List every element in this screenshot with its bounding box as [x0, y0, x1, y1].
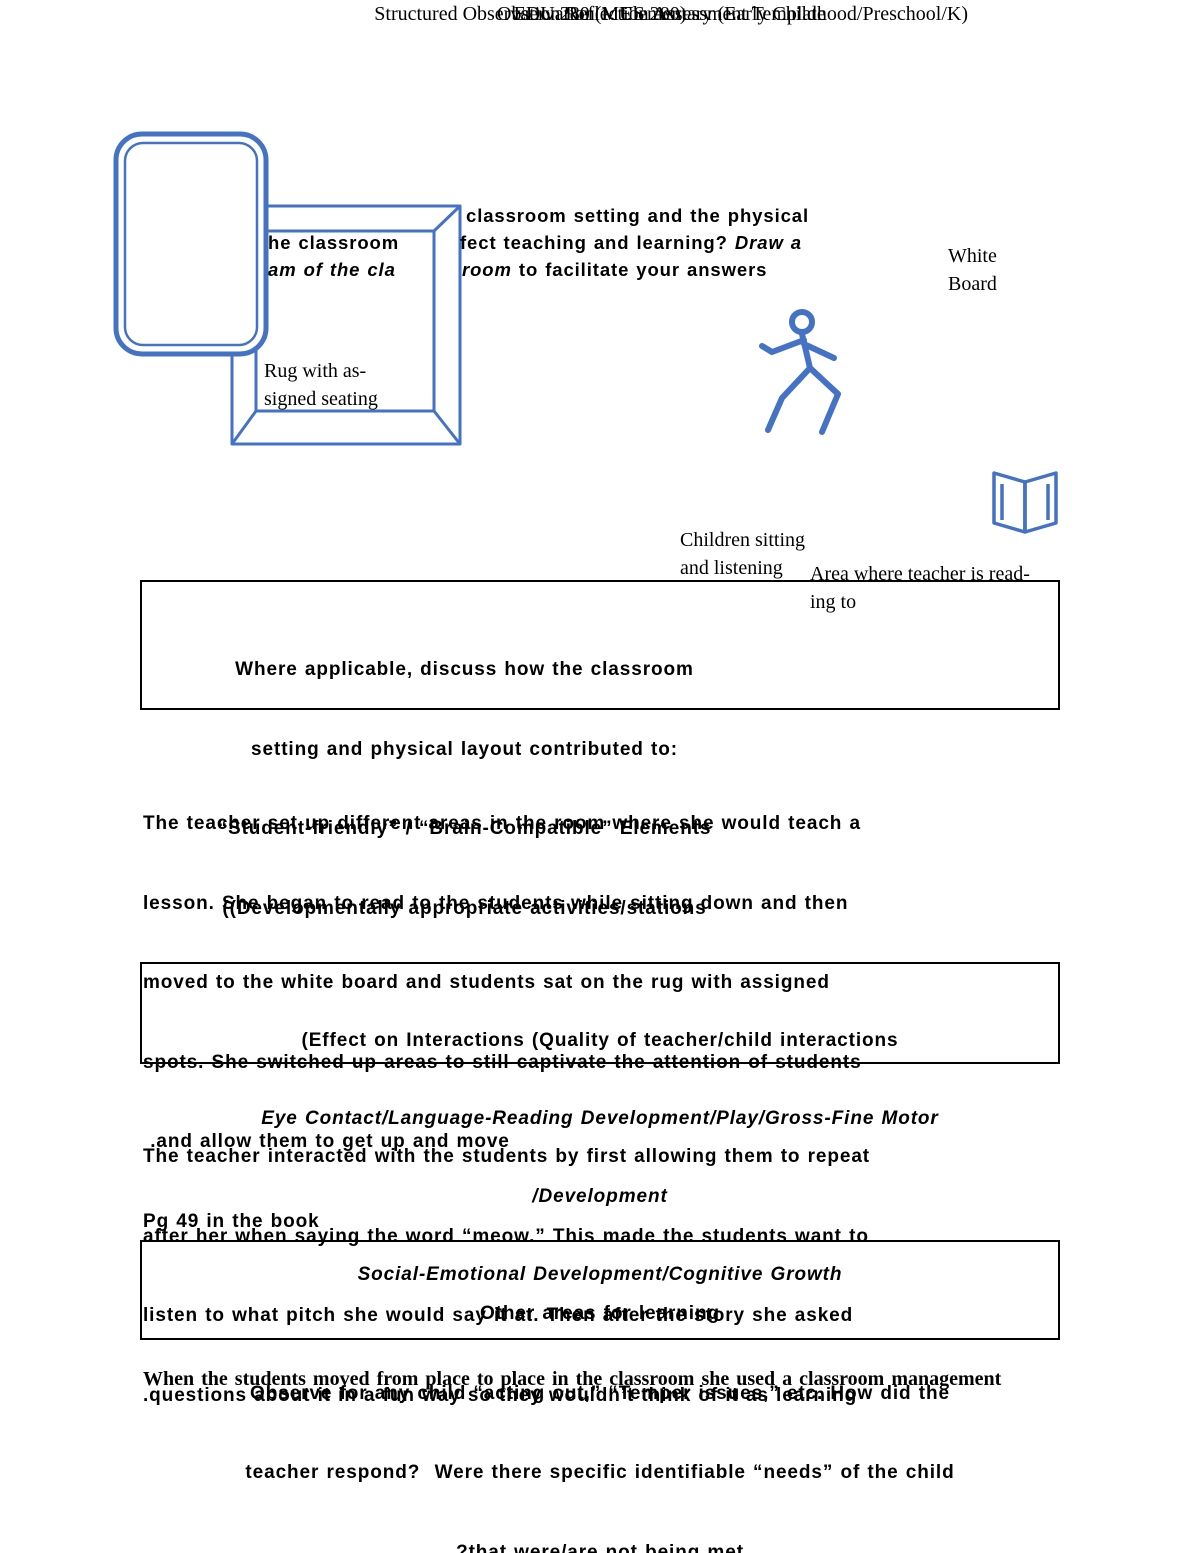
para2-line2: after her when saying the word “meow.” T… [143, 1225, 869, 1247]
box3-line3: teacher respond? Were there specific ide… [245, 1462, 955, 1483]
box2-line1: (Effect on Interactions (Quality of teac… [301, 1030, 899, 1051]
children-label-line1: Children sitting [680, 529, 805, 551]
box3-line4: ?that were/are not being met [456, 1541, 744, 1553]
box-classroom-layout: Where applicable, discuss how the classr… [140, 580, 1060, 919]
question-line-3-right-text: to facilitate your answers [511, 259, 768, 280]
observation-heading: Observation 1: Elementary (Early Childho… [497, 3, 969, 25]
teacher-area-label-line2: ing to [810, 591, 857, 613]
box2-line4: Social-Emotional Development/Cognitive G… [357, 1264, 843, 1285]
box-other-areas: Other areas for learning Observe for any… [140, 1240, 1060, 1553]
teacher-area-label: Area where teacher is read- ing to [810, 560, 1030, 616]
question-line-2-right: fect teaching and learning? Draw a [460, 230, 802, 257]
box3-line1: Other areas for learning [479, 1303, 720, 1324]
box-effect-on-interactions: (Effect on Interactions (Quality of teac… [140, 962, 1060, 1285]
rug-label-line2: signed seating [264, 388, 378, 410]
box1-line2: setting and physical layout contributed … [251, 738, 678, 760]
box2-line2: Eye Contact/Language-Reading Development… [261, 1108, 939, 1129]
whiteboard-label-line2: Board [948, 273, 997, 295]
answer-paragraph-2: The teacher interacted with the students… [143, 1091, 1083, 1462]
answer-paragraph-1: The teacher set up different areas in th… [143, 758, 1083, 1288]
para2-line4: .questions about it in a fun way so they… [143, 1384, 858, 1406]
question-line-1: classroom setting and the physical [466, 205, 810, 226]
children-label: Children sitting and listening [680, 526, 805, 582]
whiteboard-label: White Board [948, 242, 997, 298]
box1-line1: Where applicable, discuss how the classr… [235, 659, 694, 680]
para2-line1: The teacher interacted with the students… [143, 1146, 871, 1167]
question-line-3-italic: room [462, 259, 512, 280]
rug-label-line1: Rug with as- [264, 360, 367, 382]
teacher-area-label-line1: Area where teacher is read- [810, 563, 1030, 585]
question-line-2-italic: Draw a [734, 232, 802, 253]
answer-paragraph-3: When the students moved from place to pl… [143, 1368, 1002, 1390]
para1-line6: Pg 49 in the book [143, 1210, 320, 1232]
para1-line1: The teacher set up different areas in th… [143, 813, 861, 834]
rug-label: Rug with as- signed seating [264, 357, 378, 413]
box1-line4: ((Developmentally appropriate activities… [222, 897, 707, 919]
whiteboard-shape [112, 130, 272, 358]
question-line-3-left: am of the cla [268, 259, 396, 280]
question-line-2-right-text: fect teaching and learning? [460, 232, 735, 253]
question-line-3-right: room to facilitate your answers [462, 257, 767, 284]
box3-line2: Observe for any child “acting out,” “Tem… [250, 1382, 950, 1404]
open-book-icon [986, 468, 1064, 540]
box1-line3: “Student-friendly” / “Brain-Compatible” … [217, 818, 712, 839]
para2-line3: listen to what pitch she would say it at… [143, 1305, 854, 1326]
doc-subtitle: Structured Observation Reflection Assess… [374, 3, 826, 25]
children-label-line2: and listening [680, 557, 783, 579]
doc-title: EDU 280 (MUS 280) [513, 3, 687, 25]
running-person-icon [750, 306, 865, 446]
para1-line4: spots. She switched up areas to still ca… [143, 1051, 862, 1073]
whiteboard-label-line1: White [948, 245, 997, 267]
box2-line3: /Development [532, 1186, 668, 1207]
para1-line5: .and allow them to get up and move [143, 1131, 510, 1152]
para1-line3: moved to the white board and students sa… [143, 972, 830, 993]
question-line-2-left: he classroom [268, 232, 400, 253]
para1-line2: lesson. She began to read to the student… [143, 892, 849, 914]
